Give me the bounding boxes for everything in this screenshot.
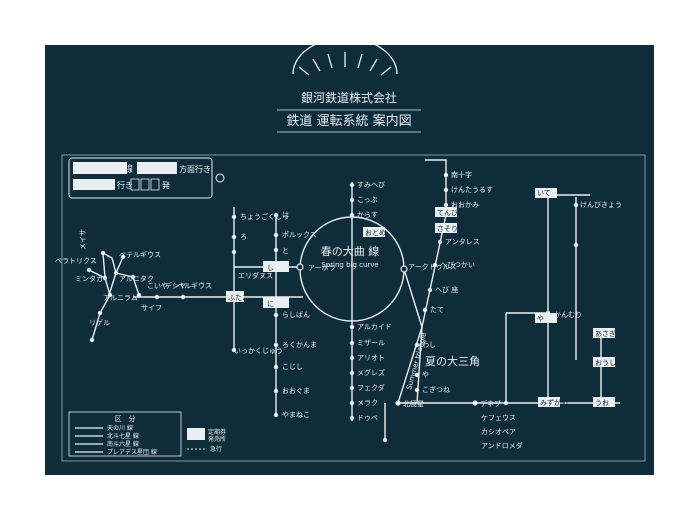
svg-text:おおかみ: おおかみ xyxy=(451,201,479,209)
svg-text:サイフ: サイフ xyxy=(141,304,162,312)
svg-text:かんむり: かんむり xyxy=(554,311,582,319)
svg-text:ドゥベ: ドゥベ xyxy=(357,414,378,422)
svg-text:メグレズ: メグレズ xyxy=(357,368,385,377)
svg-text:アリオト: アリオト xyxy=(357,354,385,362)
route-map-card: 銀河鉄道株式会社 鉄道 運転系統 案内図 線 方面行き 行き 発 xyxy=(45,45,654,475)
route-name-spring-en: Spring big curve xyxy=(321,261,378,269)
legend-row-4: プレアデス星団 線 xyxy=(107,448,157,456)
map-frame xyxy=(61,154,646,462)
svg-text:こぎつね: こぎつね xyxy=(422,385,450,394)
svg-text:やまねこ: やまねこ xyxy=(282,411,310,419)
svg-text:ベルギウス: ベルギウス xyxy=(177,282,212,290)
svg-text:リゲル: リゲル xyxy=(89,318,110,327)
svg-text:ベテルギウス: ベテルギウス xyxy=(119,251,161,259)
svg-text:さそり: さそり xyxy=(437,225,458,233)
svg-text:いて: いて xyxy=(537,189,551,197)
svg-text:アークトゥルス: アークトゥルス xyxy=(408,263,457,271)
svg-text:らしばん: らしばん xyxy=(282,310,310,319)
svg-text:方面行き: 方面行き xyxy=(179,164,211,174)
legend: 区 分 天の川 線 北斗七星 線 南斗六星 線 プレアデス星団 線 定期券 発売… xyxy=(68,411,226,457)
svg-text:し: し xyxy=(267,264,274,272)
svg-text:ろくかんま: ろくかんま xyxy=(282,341,317,349)
svg-text:わし: わし xyxy=(422,341,436,349)
svg-text:デネブ: デネブ xyxy=(480,399,501,408)
svg-text:いっかくじゅう: いっかくじゅう xyxy=(234,347,283,355)
svg-text:たて: たて xyxy=(430,306,444,314)
svg-text:アルニラム: アルニラム xyxy=(103,294,138,302)
svg-text:うお: うお xyxy=(595,399,609,407)
svg-text:ケフェウス: ケフェウス xyxy=(481,414,516,422)
svg-text:南十字: 南十字 xyxy=(451,170,472,179)
svg-text:北極星: 北極星 xyxy=(403,399,424,408)
svg-text:フェクダ: フェクダ xyxy=(357,383,385,392)
svg-text:へび 座: へび 座 xyxy=(435,285,458,294)
svg-text:アルカイド: アルカイド xyxy=(357,323,392,331)
station-dots xyxy=(86,172,604,443)
transfer-boxes xyxy=(226,188,615,407)
svg-text:デシヤ: デシヤ xyxy=(165,281,186,290)
legend-express: 急行 xyxy=(210,445,222,453)
svg-text:けんびきょう: けんびきょう xyxy=(580,201,622,209)
svg-text:アンドロメダ: アンドロメダ xyxy=(481,441,523,450)
svg-text:に: に xyxy=(267,300,274,308)
svg-text:ベラトリクス: ベラトリクス xyxy=(55,257,97,265)
svg-text:けんたうるす: けんたうるす xyxy=(451,186,493,194)
svg-text:ミンタカ: ミンタカ xyxy=(75,274,103,283)
svg-text:は: は xyxy=(282,211,289,219)
svg-text:ふたご: ふたご xyxy=(228,293,249,302)
legend-row-1: 天の川 線 xyxy=(107,424,133,432)
svg-text:からす: からす xyxy=(357,211,378,219)
route-name-spring: 春の大曲 線 xyxy=(321,244,380,258)
svg-text:あさぎ: あさぎ xyxy=(595,329,616,338)
svg-text:や: や xyxy=(537,315,544,323)
svg-text:メイサ: メイサ xyxy=(79,229,87,250)
page-title: 鉄道 運転系統 案内図 xyxy=(286,113,411,129)
svg-text:や: や xyxy=(422,371,429,379)
legend-title: 区 分 xyxy=(115,414,136,423)
svg-text:こいや: こいや xyxy=(147,282,168,290)
route-name-summer: 夏の大三角 xyxy=(425,354,480,368)
svg-text:ろ: ろ xyxy=(240,233,247,241)
svg-text:アーボラ: アーボラ xyxy=(308,264,336,272)
svg-text:おうし: おうし xyxy=(595,359,616,367)
svg-text:すみへび: すみへび xyxy=(357,181,385,189)
svg-text:と: と xyxy=(282,247,289,255)
svg-text:おおぐま: おおぐま xyxy=(282,387,310,395)
sunburst-icon xyxy=(292,45,398,76)
route-map: 銀河鉄道株式会社 鉄道 運転系統 案内図 線 方面行き 行き 発 xyxy=(55,45,646,462)
svg-text:ちょうごくしっ: ちょうごくしっ xyxy=(240,212,289,221)
svg-text:エリダヌス: エリダヌス xyxy=(238,271,273,280)
svg-text:発: 発 xyxy=(162,181,170,190)
station-labels: メイサ ベテルギウス ベラトリクス ミンタカ アルニタク アルニラム サイフ リ… xyxy=(55,170,622,450)
legend-row-2: 北斗七星 線 xyxy=(107,432,139,440)
svg-text:おとめ: おとめ xyxy=(365,229,386,237)
destination-sign: 線 方面行き 行き 発 xyxy=(68,157,225,199)
legend-row-3: 南斗六星 線 xyxy=(107,440,139,448)
company-name: 銀河鉄道株式会社 xyxy=(301,90,397,105)
svg-text:ポルックス: ポルックス xyxy=(282,231,317,239)
svg-text:てんびん: てんびん xyxy=(437,209,465,217)
svg-text:メラク: メラク xyxy=(357,399,378,407)
svg-text:アルニタク: アルニタク xyxy=(119,274,154,283)
svg-text:みずがめ: みずがめ xyxy=(540,398,568,407)
legend-box-b: 発売所 xyxy=(208,435,226,443)
svg-text:こっぷ: こっぷ xyxy=(357,196,378,204)
svg-text:カシオペア: カシオペア xyxy=(481,428,516,436)
legend-box-a: 定期券 xyxy=(208,428,226,436)
svg-text:アンタレス: アンタレス xyxy=(445,237,480,246)
svg-text:行き: 行き xyxy=(117,180,133,190)
svg-text:へびつかい: へびつかい xyxy=(440,261,475,269)
svg-text:こじし: こじし xyxy=(282,363,303,371)
svg-text:ミザール: ミザール xyxy=(357,339,385,347)
svg-text:線: 線 xyxy=(124,163,133,175)
